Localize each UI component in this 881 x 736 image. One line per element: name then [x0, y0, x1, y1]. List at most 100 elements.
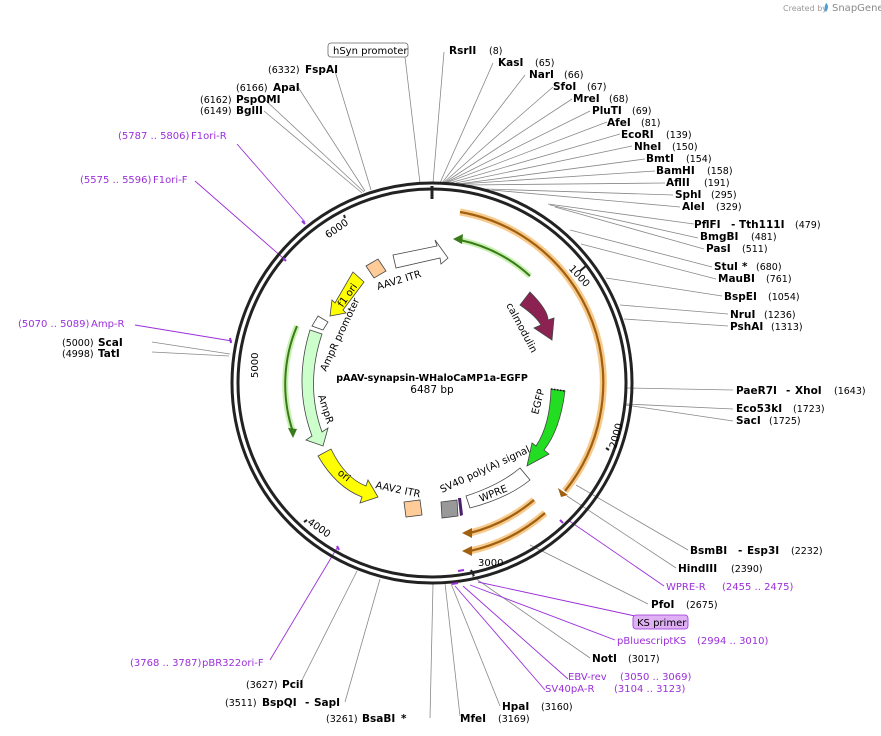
enzyme-paer7i[interactable]: PaeR7I — [736, 385, 777, 397]
enzyme-pfoi[interactable]: PfoI — [651, 599, 674, 611]
aav2-itr-top-arrow[interactable] — [392, 239, 449, 269]
enzyme-bsabi[interactable]: BsaBI — [362, 713, 395, 725]
primer-ebv-rev[interactable]: EBV-rev — [568, 672, 607, 683]
enzyme-afei[interactable]: AfeI — [607, 117, 631, 129]
gray-box[interactable] — [440, 499, 459, 519]
hsyn-promoter-label: hSyn promoter — [333, 46, 408, 57]
enzyme-bglii-pos: (6149) — [200, 106, 232, 117]
enzyme-pspomi-pos: (6162) — [200, 95, 232, 106]
enzyme-aflii[interactable]: AflII — [666, 177, 690, 189]
primer-lines — [134, 143, 665, 691]
plasmid-name: pAAV-synapsin-WHaloCaMP1a-EGFP — [336, 373, 528, 384]
enzyme-bamhi-pos: (158) — [707, 166, 733, 177]
ks-primer-box[interactable] — [632, 614, 689, 630]
enzyme-bglii[interactable]: BglII — [236, 105, 263, 117]
enzyme-nari-pos: (66) — [564, 70, 584, 81]
enzyme-maubi-pos: (761) — [766, 274, 792, 285]
enzyme-pflfi[interactable]: PflFI — [694, 219, 721, 231]
ampr-promoter-arrow[interactable] — [311, 315, 329, 331]
enzyme-saci[interactable]: SacI — [736, 415, 761, 427]
primer-amp-r[interactable]: Amp-R — [91, 319, 125, 330]
itr-box-bottom[interactable] — [403, 499, 423, 518]
ampr-arrow[interactable] — [301, 329, 329, 447]
enzyme-mfei-pos: (3169) — [498, 714, 530, 725]
enzyme-tth111i[interactable]: Tth111I — [739, 219, 784, 231]
enzyme-xhoi[interactable]: XhoI — [795, 385, 822, 397]
enzyme-fspai-pos: (6332) — [268, 65, 300, 76]
plasmid-size: 6487 bp — [410, 384, 454, 396]
enzyme-ecori[interactable]: EcoRI — [621, 129, 654, 141]
enzyme-fspai[interactable]: FspAI — [305, 64, 338, 76]
enzyme-bspei-pos: (1054) — [768, 292, 800, 303]
egfp-arrow[interactable] — [526, 388, 566, 467]
primer-f1ori-f[interactable]: F1ori-F — [153, 175, 188, 186]
enzyme-bmgbi[interactable]: BmgBI — [700, 231, 738, 243]
enzyme-eco53ki-pos: (1723) — [793, 404, 825, 415]
enzyme-pfoi-pos: (2675) — [686, 600, 718, 611]
enzyme-sapi[interactable]: SapI — [314, 697, 340, 709]
enzyme-maubi[interactable]: MauBI — [718, 273, 755, 285]
enzyme-rsrii[interactable]: RsrII — [449, 45, 476, 57]
wpre-arrow[interactable] — [465, 467, 531, 509]
enzyme-nhei[interactable]: NheI — [634, 141, 661, 153]
enzyme-bsmbi-pos: (2232) — [791, 546, 823, 557]
enzyme-sfoi[interactable]: SfoI — [553, 81, 576, 93]
primer-f1ori-r-range: (5787 .. 5806) — [118, 131, 190, 142]
orange-arc-head — [558, 488, 568, 497]
enzyme-noti[interactable]: NotI — [592, 653, 617, 665]
enzyme-sphi-pos: (295) — [711, 190, 737, 201]
enzyme-mfei[interactable]: MfeI — [460, 713, 486, 725]
primer-pbluescriptks[interactable]: pBluescriptKS — [617, 636, 686, 647]
itr-box-top[interactable] — [365, 258, 387, 279]
hsyn-promoter-box[interactable] — [327, 42, 409, 58]
enzyme-noti-pos: (3017) — [628, 654, 660, 665]
leader-lines — [151, 51, 734, 719]
enzyme-stui[interactable]: StuI — [714, 261, 738, 273]
enzyme-bspqi[interactable]: BspQI — [262, 697, 297, 709]
enzyme-scai[interactable]: ScaI — [98, 337, 123, 349]
enzyme-hindiii[interactable]: HindIII — [678, 563, 717, 575]
enzyme-pspomi[interactable]: PspOMI — [236, 94, 281, 106]
enzyme-hpai[interactable]: HpaI — [502, 701, 529, 713]
primer-wpre-r[interactable]: WPRE-R — [666, 582, 706, 593]
enzyme-nari[interactable]: NarI — [529, 69, 554, 81]
enzyme-sphi[interactable]: SphI — [675, 189, 701, 201]
calmodulin-arrow[interactable] — [519, 291, 555, 341]
enzyme-scai-pos: (5000) — [62, 338, 94, 349]
f1-ori-arrow[interactable] — [329, 271, 365, 317]
enzyme-alei[interactable]: AleI — [682, 201, 705, 213]
orange-arc2-head — [462, 546, 472, 556]
enzyme-apai[interactable]: ApaI — [273, 82, 300, 94]
scale-ticks — [239, 214, 610, 577]
ori-arrow[interactable] — [317, 448, 379, 504]
enzyme-kasi-pos: (65) — [535, 58, 555, 69]
primer-ks: KS primer — [637, 618, 687, 629]
enzyme-pcii[interactable]: PciI — [282, 679, 303, 691]
enzyme-pshai[interactable]: PshAI — [730, 321, 763, 333]
enzyme-pasi[interactable]: PasI — [706, 243, 731, 255]
enzyme-kasi[interactable]: KasI — [498, 57, 523, 69]
primer-sv40pa-r[interactable]: SV40pA-R — [545, 684, 594, 695]
enzyme-bspei[interactable]: BspEI — [724, 291, 757, 303]
enzyme-mrei[interactable]: MreI — [573, 93, 600, 105]
green-arc-halo — [459, 237, 533, 279]
enzyme-apai-pos: (6166) — [236, 83, 268, 94]
enzyme-bsmbi[interactable]: BsmBI — [690, 545, 727, 557]
primer-pbr322ori-f[interactable]: pBR322ori-F — [202, 658, 264, 669]
credit-brand: SnapGene — [832, 3, 881, 14]
tick-5000: 5000 — [250, 353, 261, 378]
primer-wpre-r-range: (2455 .. 2475) — [722, 582, 794, 593]
enzyme-tati[interactable]: TatI — [98, 348, 120, 360]
credit-prefix: Created by — [783, 4, 827, 13]
enzyme-nrui[interactable]: NruI — [730, 309, 755, 321]
egfp-label: EGFP — [530, 388, 547, 416]
enzyme-ecori-pos: (139) — [666, 130, 692, 141]
enzyme-eco53ki[interactable]: Eco53kI — [736, 403, 782, 415]
enzyme-paer7i-sep: - — [786, 385, 790, 397]
enzyme-rsrii-pos: (8) — [489, 46, 502, 57]
enzyme-esp3i[interactable]: Esp3I — [747, 545, 779, 557]
enzyme-pluti[interactable]: PluTI — [592, 105, 622, 117]
primer-f1ori-r[interactable]: F1ori-R — [191, 131, 227, 142]
enzyme-bmti[interactable]: BmtI — [646, 153, 674, 165]
enzyme-bamhi[interactable]: BamHI — [656, 165, 695, 177]
